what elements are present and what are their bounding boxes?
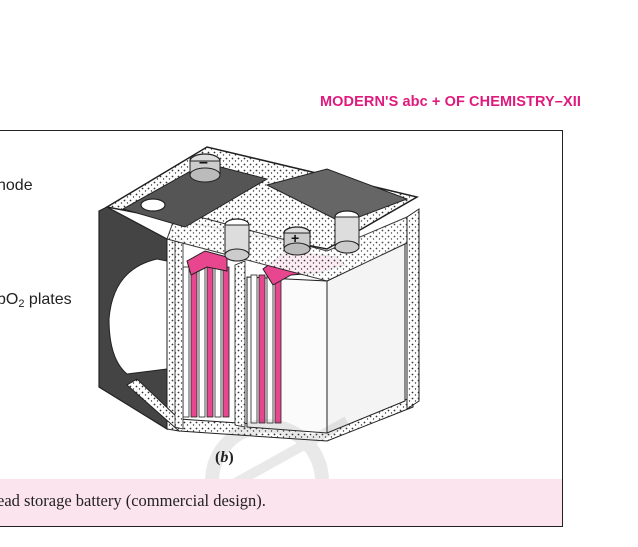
figure-frame: hode bO2 plates <box>0 130 563 527</box>
terminal-positive-sign: + <box>291 230 299 246</box>
subfigure-label: (b) <box>215 449 234 467</box>
terminal-negative-sign: – <box>199 154 208 171</box>
subfigure-close: ) <box>228 449 234 466</box>
label-pbo2-plates: bO2 plates <box>0 291 72 310</box>
label-cathode: hode <box>0 177 33 194</box>
cell-separator-1 <box>174 238 184 430</box>
cell-separator-2 <box>234 260 246 428</box>
subfigure-letter: b <box>220 449 229 466</box>
label-plates-prefix: bO <box>0 291 19 308</box>
label-plates-suffix: plates <box>24 291 72 308</box>
running-head: MODERN'S abc + OF CHEMISTRY–XII <box>319 94 581 110</box>
label-plates-subscript: 2 <box>18 298 25 310</box>
battery-cutaway-curve <box>108 258 168 375</box>
connector-strap-left <box>186 250 228 276</box>
battery-top-compartment-left <box>121 162 269 228</box>
cell-cap-1 <box>140 198 166 212</box>
battery-container-right-wall <box>406 208 420 410</box>
plates-left-group <box>182 266 230 418</box>
caption-band: ead storage battery (commercial design). <box>0 479 562 526</box>
battery-illustration: – + <box>98 146 420 442</box>
battery-top-compartment-right <box>265 168 409 224</box>
subfigure-open: ( <box>215 449 221 466</box>
figure-caption: ead storage battery (commercial design). <box>0 491 266 510</box>
